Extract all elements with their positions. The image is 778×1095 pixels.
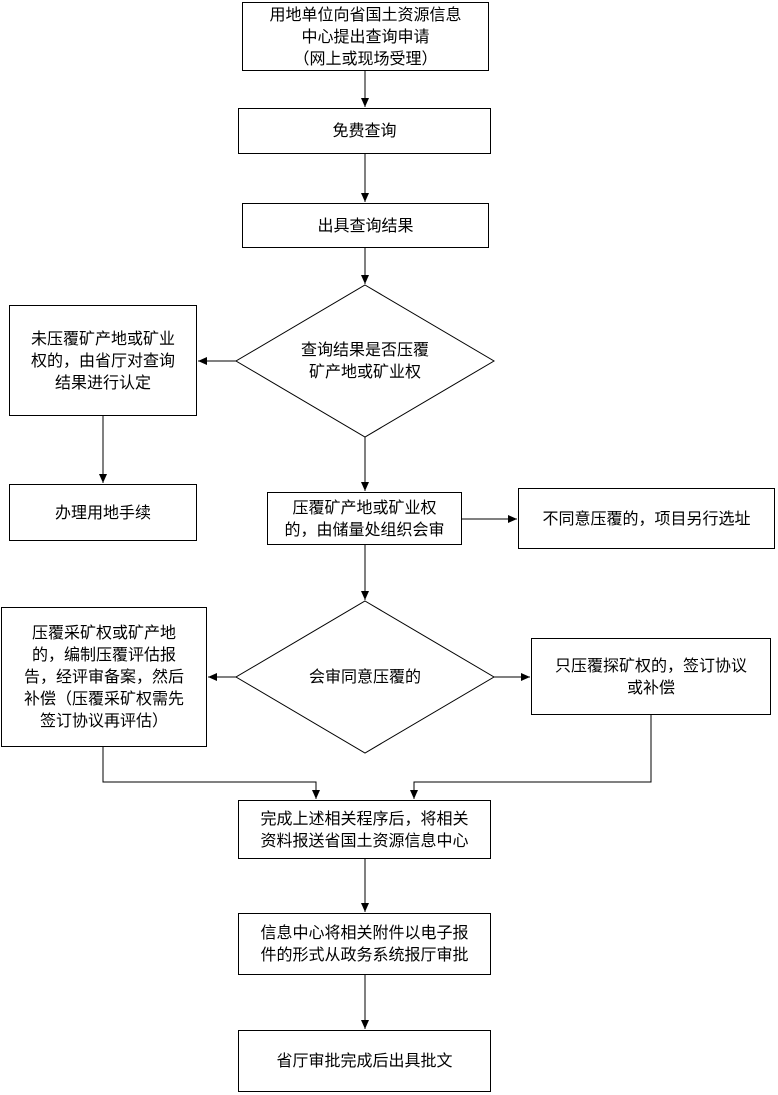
mining-right-text: 压覆采矿权或矿产地 的，编制压覆评估报 告，经评审备案，然后 补偿（压覆采矿权需… xyxy=(23,623,184,730)
arrow-exploration-right-to-submit xyxy=(410,715,652,799)
info-center-box: 信息中心将相关附件以电子报 件的形式从政务系统报厅审批 xyxy=(238,913,491,975)
free-query-text: 免费查询 xyxy=(332,121,397,140)
issue-result-box: 出具查询结果 xyxy=(242,203,489,248)
decision-cover-text: 查询结果是否压覆 矿产地或矿业权 xyxy=(300,340,429,381)
approval-text: 省厅审批完成后出具批文 xyxy=(276,1051,453,1070)
mining-right-box: 压覆采矿权或矿产地 的，编制压覆评估报 告，经评审备案，然后 补偿（压覆采矿权需… xyxy=(1,607,207,747)
submit-info-text: 完成上述相关程序后，将相关 资料报送省国土资源信息中心 xyxy=(260,808,469,850)
decision-agree-diamond xyxy=(235,600,495,754)
land-procedure-box: 办理用地手续 xyxy=(9,484,197,541)
covered-review-text: 压覆矿产地或矿业权 的，由储量处组织会审 xyxy=(284,497,445,539)
decision-agree-text: 会审同意压覆的 xyxy=(308,667,421,686)
decision-cover-label: 查询结果是否压覆 矿产地或矿业权 xyxy=(260,331,470,391)
free-query-box: 免费查询 xyxy=(238,108,491,154)
info-center-text: 信息中心将相关附件以电子报 件的形式从政务系统报厅审批 xyxy=(260,923,469,964)
exploration-right-text: 只压覆探矿权的，签订协议 或补偿 xyxy=(554,655,747,697)
disagree-box: 不同意压覆的，项目另行选址 xyxy=(518,488,775,549)
decision-agree-label: 会审同意压覆的 xyxy=(270,662,460,692)
approval-box: 省厅审批完成后出具批文 xyxy=(238,1030,491,1092)
covered-review-box: 压覆矿产地或矿业权 的，由储量处组织会审 xyxy=(267,492,462,545)
disagree-text: 不同意压覆的，项目另行选址 xyxy=(542,508,751,528)
apply-query-text: 用地单位向省国土资源信息 中心提出查询申请 （网上或现场受理） xyxy=(269,4,462,68)
apply-query-box: 用地单位向省国土资源信息 中心提出查询申请 （网上或现场受理） xyxy=(242,2,489,71)
not-covered-text: 未压覆矿产地或矿业 权的，由省厅对查询 结果进行认定 xyxy=(30,328,175,392)
land-procedure-text: 办理用地手续 xyxy=(54,502,151,522)
not-covered-box: 未压覆矿产地或矿业 权的，由省厅对查询 结果进行认定 xyxy=(9,305,197,416)
arrow-mining-right-to-submit xyxy=(102,747,320,799)
submit-info-box: 完成上述相关程序后，将相关 资料报送省国土资源信息中心 xyxy=(238,800,491,859)
issue-result-text: 出具查询结果 xyxy=(317,215,414,235)
exploration-right-box: 只压覆探矿权的，签订协议 或补偿 xyxy=(531,638,771,715)
